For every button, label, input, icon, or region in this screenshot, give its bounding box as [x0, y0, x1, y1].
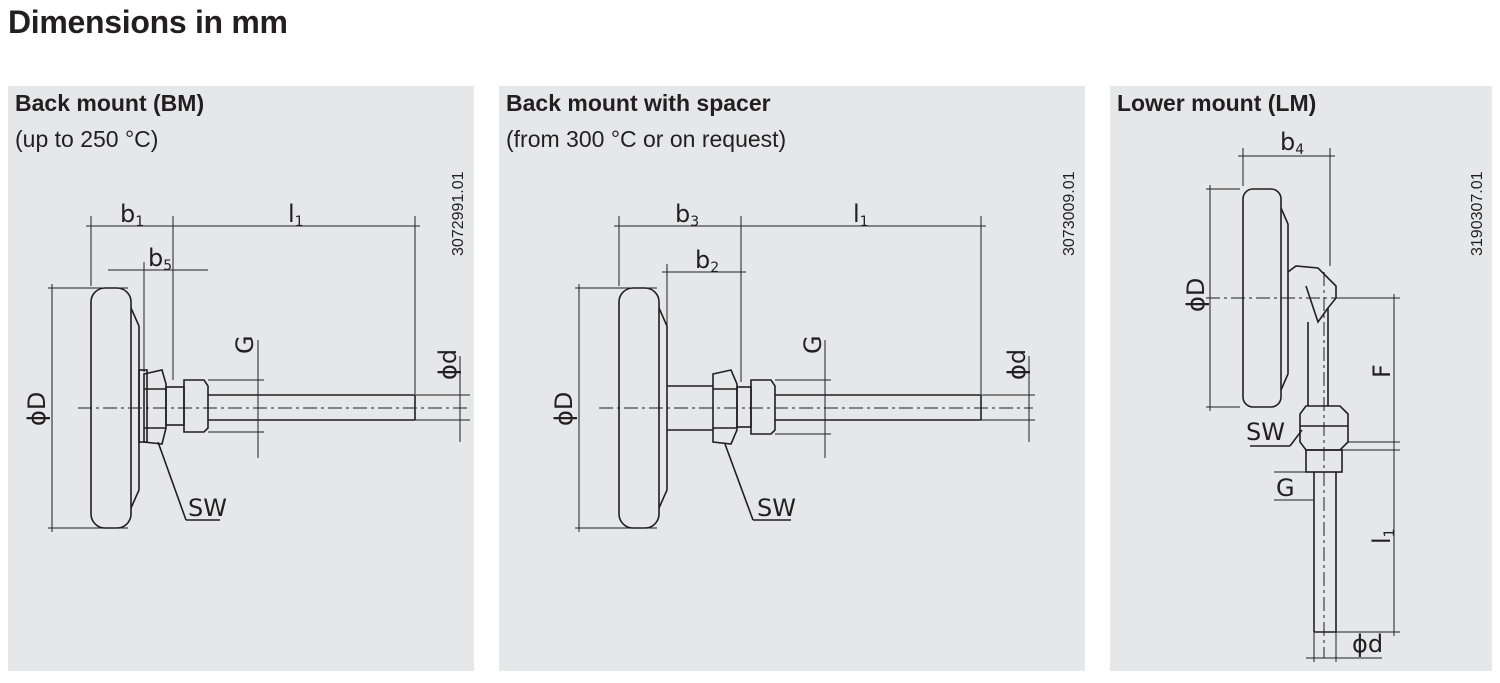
- panel-title: Lower mount (LM): [1117, 90, 1317, 116]
- label-phi-d-dial: ϕD: [23, 392, 51, 426]
- label-phi-d: ϕd: [1003, 349, 1031, 380]
- back-mount-drawing: b1 l1 b5 G ϕd ϕD SW 3072991.01: [23, 171, 470, 532]
- panel-subtitle: (up to 250 °C): [15, 126, 159, 152]
- label-g: G: [799, 335, 827, 354]
- label-phi-d-dial: ϕD: [550, 392, 578, 426]
- thread-fitting: [750, 379, 776, 435]
- label-l1: l1: [853, 200, 869, 230]
- label-phi-d-dial: ϕD: [1182, 278, 1210, 312]
- label-g: G: [231, 335, 259, 354]
- drawing-ref: 3190307.01: [1469, 171, 1486, 256]
- label-g: G: [1276, 474, 1295, 502]
- page-title: Dimensions in mm: [8, 4, 288, 40]
- elbow-housing: [1287, 265, 1337, 406]
- label-b1: b1: [120, 200, 144, 230]
- label-f: F: [1368, 364, 1396, 378]
- label-sw: SW: [188, 494, 227, 522]
- label-b3: b3: [675, 200, 699, 230]
- label-sw: SW: [1246, 418, 1285, 446]
- label-phi-d: ϕd: [434, 349, 462, 380]
- label-l1: l1: [1368, 528, 1398, 544]
- drawing-ref: 3072991.01: [450, 171, 467, 256]
- label-b5: b5: [148, 244, 172, 274]
- back-mount-spacer-drawing: b3 l1 b2 G ϕd ϕD SW 3073009.01: [550, 171, 1078, 532]
- label-phi-d: ϕd: [1352, 630, 1383, 658]
- drawing-ref: 3073009.01: [1061, 171, 1078, 256]
- panel-back-mount-spacer: Back mount with spacer (from 300 °C or o…: [499, 86, 1085, 671]
- panel-title: Back mount (BM): [15, 90, 205, 116]
- label-l1: l1: [288, 200, 304, 230]
- thread-fitting: [183, 379, 209, 433]
- hex-nut: [712, 369, 738, 445]
- panel-back-mount: Back mount (BM) (up to 250 °C): [8, 86, 474, 671]
- panel-subtitle: (from 300 °C or on request): [506, 126, 787, 152]
- panel-title: Back mount with spacer: [506, 90, 771, 116]
- label-b4: b4: [1280, 128, 1304, 158]
- panel-lower-mount: Lower mount (LM): [1110, 86, 1492, 671]
- lower-mount-drawing: b4 ϕD F SW G l1 ϕd 3190307.01: [1182, 128, 1486, 662]
- label-sw: SW: [757, 494, 796, 522]
- label-b2: b2: [695, 246, 719, 276]
